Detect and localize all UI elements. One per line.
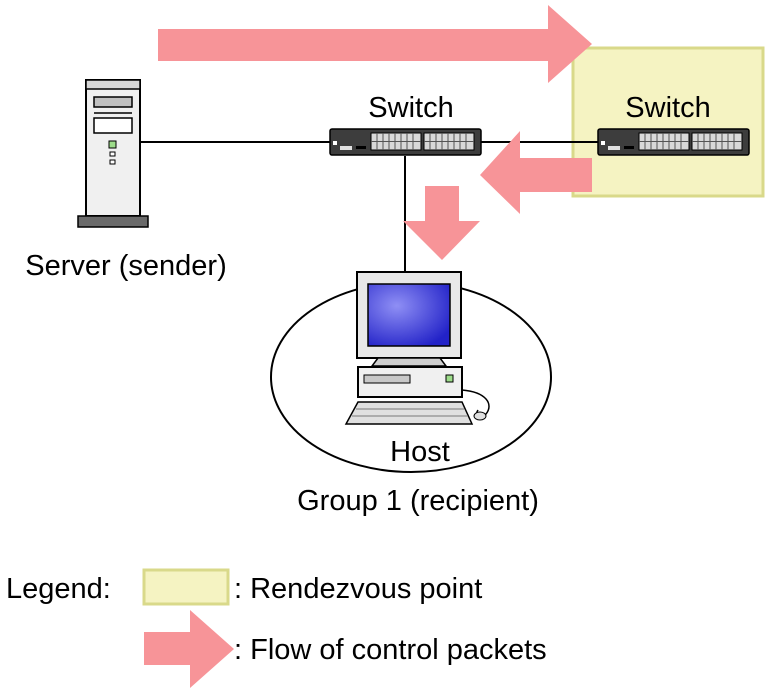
flow-arrow-icon bbox=[158, 5, 592, 83]
switch-left-label: Switch bbox=[368, 92, 453, 124]
flow-arrow-icon bbox=[480, 131, 592, 214]
flow-arrow-icon bbox=[403, 186, 480, 260]
rendezvous-point-box bbox=[571, 46, 765, 198]
network-switch-icon bbox=[597, 128, 750, 156]
network-switch-icon bbox=[329, 128, 482, 156]
legend-rendezvous-swatch bbox=[142, 568, 230, 606]
tower-server-icon bbox=[77, 79, 149, 228]
desktop-pc-icon bbox=[344, 271, 490, 425]
server-label: Server (sender) bbox=[25, 250, 226, 282]
host-label: Host bbox=[390, 436, 450, 468]
legend-flow-label: : Flow of control packets bbox=[234, 634, 547, 666]
flow-arrow-icon bbox=[144, 610, 234, 688]
legend-rendezvous-label: : Rendezvous point bbox=[234, 573, 482, 605]
legend-title: Legend: bbox=[6, 573, 111, 605]
switch-right-label: Switch bbox=[625, 92, 710, 124]
group-label: Group 1 (recipient) bbox=[297, 485, 539, 517]
